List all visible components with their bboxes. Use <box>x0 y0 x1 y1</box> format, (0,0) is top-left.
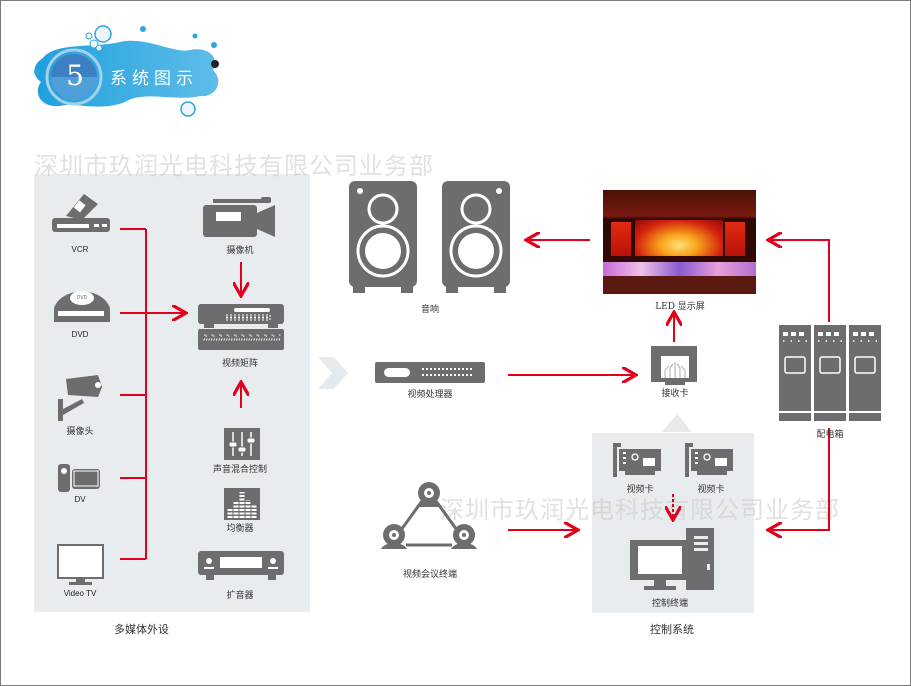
equalizer-label: 均衡器 <box>226 524 254 534</box>
section-title: 系统图示 <box>110 69 198 89</box>
multimedia-caption: 多媒体外设 <box>114 623 169 636</box>
speaker-left-icon <box>349 181 417 293</box>
splash-badge <box>34 25 219 117</box>
video-card-1-icon <box>613 443 661 477</box>
amplifier-icon <box>198 551 284 580</box>
section-number: 5 <box>66 59 84 92</box>
stage-front <box>603 262 756 276</box>
audio-mixer-label: 声音混合控制 <box>212 465 267 475</box>
dvd-label: DVD <box>71 330 89 339</box>
stage-floor <box>603 276 756 294</box>
tv-icon <box>57 544 104 585</box>
power-cabinet-icon <box>779 325 881 421</box>
audio-mixer-icon <box>224 428 260 460</box>
vcr-label: VCR <box>71 245 89 254</box>
receiver-card-icon <box>651 346 697 385</box>
video-matrix-label: 视频矩阵 <box>221 359 258 369</box>
speaker-right-icon <box>442 181 510 293</box>
video-card-1-label: 视频卡 <box>626 485 654 495</box>
matrix-dots <box>203 314 281 341</box>
up-chevron-icon <box>662 414 692 432</box>
dvd-disc-text: DVD <box>77 295 88 301</box>
video-card-2-icon <box>685 443 733 477</box>
amplifier-label: 扩音器 <box>226 591 254 601</box>
led-screen-image <box>603 190 756 294</box>
vcr-icon <box>52 194 110 232</box>
equalizer-icon <box>224 488 260 520</box>
video-matrix-icon <box>198 304 284 350</box>
control-system-caption: 控制系统 <box>650 623 694 636</box>
tv-label: Video TV <box>63 589 97 598</box>
side-screen-right <box>725 222 745 256</box>
flow-chevron-icon <box>318 357 348 389</box>
video-camera-label: 摄像机 <box>226 246 254 256</box>
video-processor-label: 视频处理器 <box>407 390 453 400</box>
control-terminal-label: 控制终端 <box>651 599 688 609</box>
led-screen-label: LED 显示屏 <box>655 302 705 312</box>
dv-label: DV <box>74 495 86 504</box>
video-processor-icon <box>375 362 485 383</box>
control-terminal-icon <box>630 528 714 590</box>
video-conference-label: 视频会议终端 <box>402 570 457 580</box>
dvd-icon: DVD <box>54 291 110 322</box>
power-cabinet-label: 配电箱 <box>816 430 844 440</box>
speakers-label: 音响 <box>420 305 439 315</box>
video-card-2-label: 视频卡 <box>697 485 725 495</box>
cabinet-to-control <box>770 428 830 530</box>
cctv-label: 摄像头 <box>66 427 94 437</box>
side-screen-left <box>611 222 631 256</box>
cctv-camera-icon <box>58 375 102 421</box>
receiver-card-label: 接收卡 <box>661 389 689 399</box>
video-conference-icon <box>381 482 477 549</box>
stage-screen <box>635 220 723 256</box>
video-camera-icon <box>203 197 275 237</box>
dv-camcorder-icon <box>58 464 100 492</box>
cabinet-to-led <box>770 240 830 322</box>
